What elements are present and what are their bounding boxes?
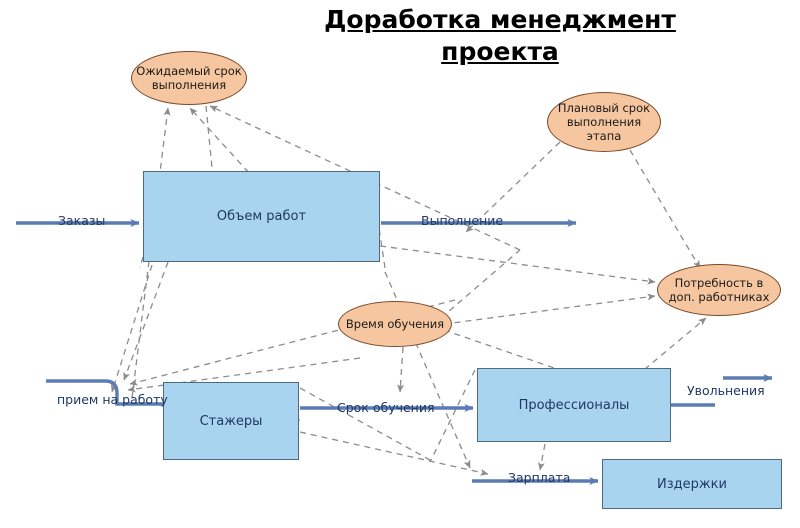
stock-professionaly[interactable]: Профессионалы <box>477 368 671 442</box>
flow-links <box>16 219 773 485</box>
flow-label-zakazy: Заказы <box>58 213 106 228</box>
flow-label-priem-na-rabotu: прием на работу <box>57 392 168 407</box>
variable-label-line: выполнения <box>151 78 227 92</box>
stock-obem-rabot[interactable]: Объем работ <box>143 171 380 262</box>
variable-planovyi-srok[interactable]: Плановый срок выполнения этапа <box>547 92 661 152</box>
variable-label-line: Ожидаемый срок <box>136 64 242 78</box>
variable-vremya-obucheniya[interactable]: Время обучения <box>338 301 452 347</box>
stock-label: Объем работ <box>216 209 307 224</box>
flow-priem-na-rabotu <box>46 379 191 408</box>
variable-label-line: Плановый срок <box>557 101 651 115</box>
page-title: Доработка менеджмент проекта <box>324 5 676 66</box>
variable-potrebnost[interactable]: Потребность в доп. работниках <box>657 264 781 316</box>
variable-label-line: этапа <box>586 129 622 143</box>
stock-stazhery[interactable]: Стажеры <box>163 382 299 460</box>
variable-label: Плановый срок выполнения этапа <box>554 101 654 143</box>
flow-label-srok-obucheniya: Срок обучения <box>337 400 435 415</box>
flow-label-zarplata: Зарплата <box>508 470 571 485</box>
variable-ozhidaemyi-srok[interactable]: Ожидаемый срок выполнения <box>131 51 247 105</box>
variable-label: Потребность в доп. работниках <box>665 276 774 304</box>
variable-label: Ожидаемый срок выполнения <box>132 64 245 92</box>
stock-izderzhki[interactable]: Издержки <box>602 459 782 509</box>
variable-label-line: выполнения <box>566 115 642 129</box>
stock-label: Издержки <box>657 476 727 492</box>
variable-label-line: Потребность в <box>674 276 764 290</box>
stock-label: Профессионалы <box>518 397 630 413</box>
variable-label-line: доп. работниках <box>668 290 770 304</box>
variable-label: Время обучения <box>345 317 445 331</box>
flow-label-uvolneniya: Увольнения <box>687 383 765 398</box>
flow-label-vypolnenie: Выполнение <box>421 213 504 228</box>
stock-label: Стажеры <box>199 413 263 429</box>
